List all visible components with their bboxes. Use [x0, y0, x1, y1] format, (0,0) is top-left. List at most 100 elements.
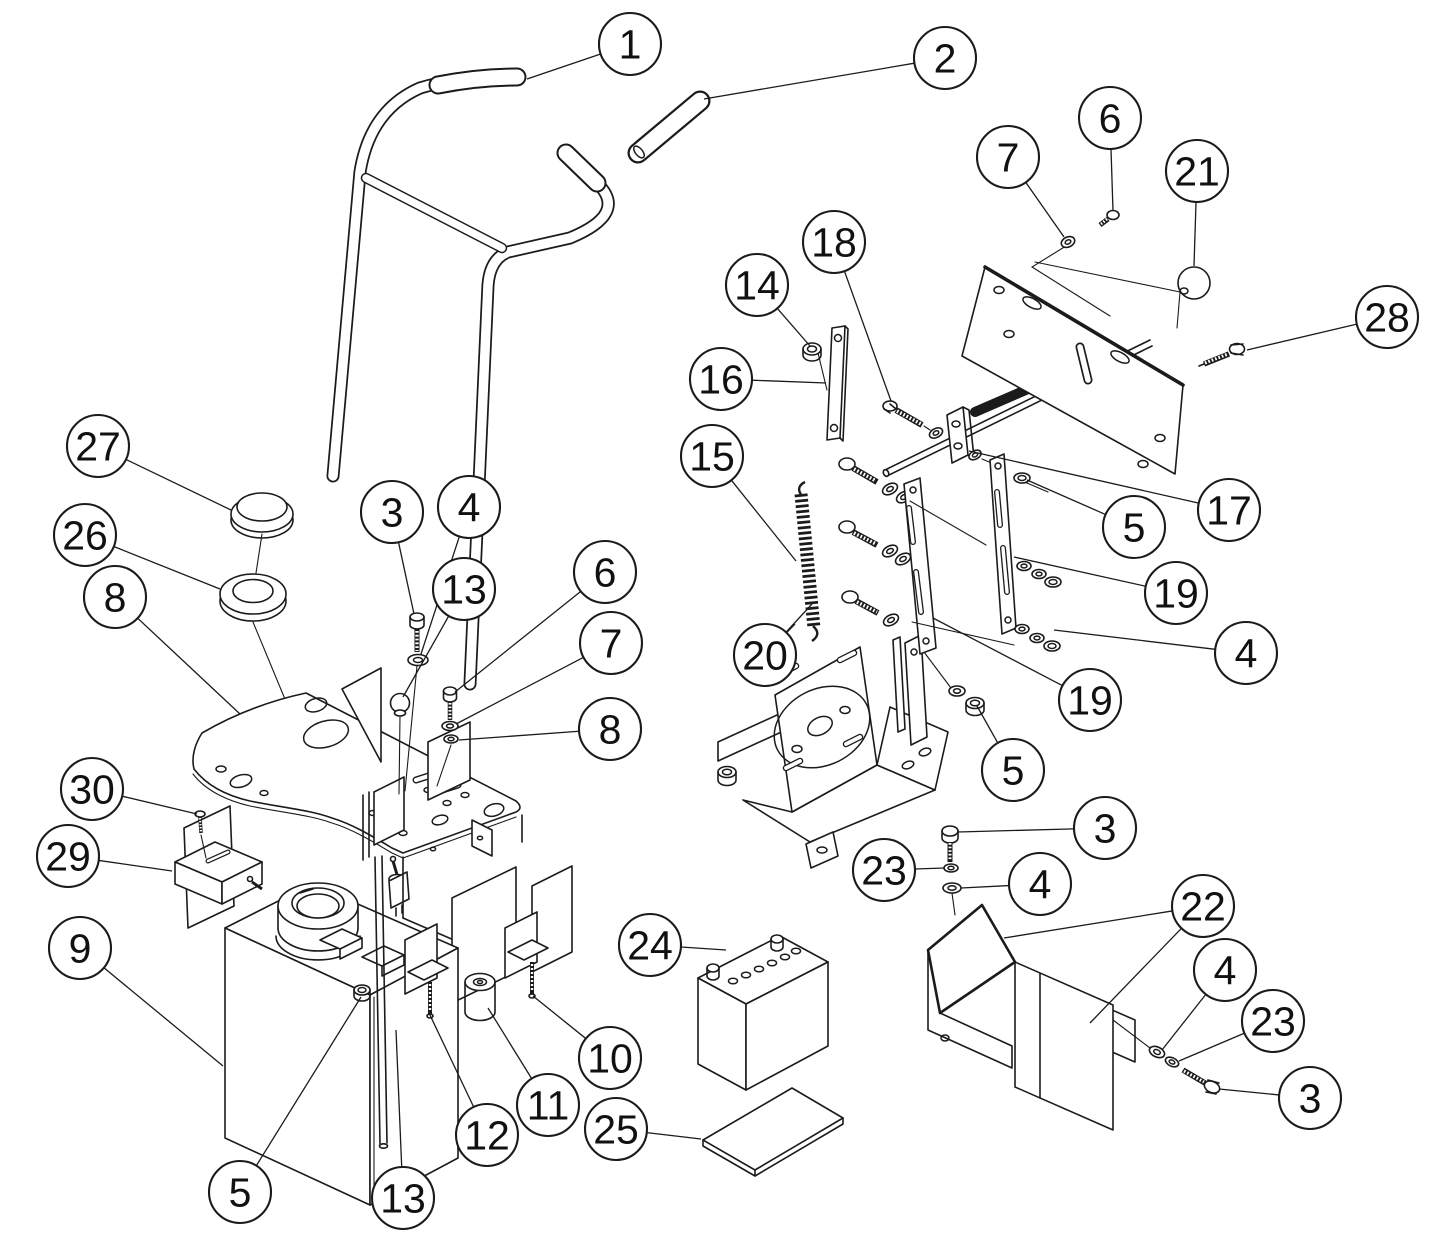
leader-line — [960, 884, 1010, 889]
callout-balloon — [688, 346, 754, 412]
callout-number: 11 — [527, 1083, 570, 1129]
callout-c5a: 5 — [1026, 479, 1167, 560]
leader-line — [122, 795, 198, 815]
callout-number: 23 — [1250, 999, 1296, 1045]
callout-balloon — [1007, 851, 1073, 917]
callout-c21: 21 — [1164, 138, 1230, 267]
callout-c16: 16 — [688, 346, 827, 412]
link-strap-rear — [989, 453, 1017, 635]
callout-balloon — [1072, 795, 1138, 861]
callout-balloon — [1277, 1065, 1343, 1131]
leader-line — [914, 867, 945, 870]
coil — [464, 972, 496, 1022]
callout-balloon — [59, 756, 125, 822]
leader-line — [968, 450, 1199, 504]
callout-balloon — [1192, 937, 1258, 1003]
callout-c12: 12 — [428, 1012, 520, 1168]
grommet-cap — [230, 492, 294, 539]
callout-number: 4 — [1214, 948, 1237, 994]
leader-line — [1246, 323, 1357, 351]
callout-balloon — [851, 837, 917, 903]
callout-c19b: 19 — [932, 617, 1123, 733]
callout-balloon — [1196, 477, 1262, 543]
callout-balloon — [207, 1159, 273, 1225]
callout-c3a: 3 — [957, 795, 1138, 861]
callout-c17: 17 — [968, 450, 1262, 543]
callout-balloon — [577, 1025, 643, 1091]
handle-tube — [326, 67, 615, 691]
leader-line — [98, 859, 173, 872]
valve-cartridge-left — [404, 923, 449, 1019]
leader-line — [1053, 629, 1216, 650]
callout-c26: 26 — [52, 502, 221, 590]
leader-line — [487, 1007, 533, 1079]
callout-balloon — [65, 413, 131, 479]
callout-number: 28 — [1364, 295, 1410, 341]
bolt-3-left — [409, 612, 425, 652]
callout-balloon — [359, 479, 425, 545]
solenoid — [174, 841, 263, 905]
callout-balloon — [47, 915, 113, 981]
callout-c14: 14 — [724, 252, 811, 347]
leader-line — [137, 617, 241, 715]
callout-balloon — [454, 1102, 520, 1168]
leader-line — [402, 615, 450, 698]
callout-balloon — [1170, 873, 1236, 939]
washer-7-right — [1060, 235, 1076, 249]
callout-number: 27 — [75, 424, 121, 470]
leader-line — [1013, 556, 1146, 587]
callout-c18: 18 — [801, 209, 892, 402]
callout-number: 8 — [104, 575, 127, 621]
callout-number: 3 — [1299, 1076, 1322, 1122]
bolt-row-1 — [838, 457, 913, 504]
leader-line — [751, 379, 827, 384]
leader-line — [103, 967, 224, 1067]
callout-balloon — [1354, 284, 1420, 350]
callout-number: 21 — [1174, 149, 1220, 195]
callout-c28: 28 — [1246, 284, 1420, 351]
reservoir-tank — [224, 882, 459, 1206]
callout-c1: 1 — [526, 11, 663, 80]
leader-line — [932, 617, 1063, 687]
callout-c2: 2 — [703, 25, 978, 100]
callout-number: 17 — [1206, 488, 1252, 534]
leader-line — [395, 1029, 403, 1168]
callout-balloon — [980, 737, 1046, 803]
pivot-bracket-17 — [946, 406, 995, 465]
leader-line — [428, 1012, 475, 1108]
leader-line — [1089, 927, 1182, 1024]
callout-c27: 27 — [65, 413, 232, 511]
callout-balloon — [975, 124, 1041, 190]
battery-pad — [702, 1087, 844, 1177]
leader-line — [125, 458, 232, 511]
callout-number: 26 — [62, 513, 108, 559]
callout-balloon — [912, 25, 978, 91]
callout-number: 20 — [742, 633, 788, 679]
leader-line — [532, 995, 587, 1040]
callout-balloon — [1101, 494, 1167, 560]
callout-balloon — [597, 11, 663, 77]
control-rod — [374, 855, 389, 1150]
callout-number: 5 — [1002, 748, 1025, 794]
callout-c13b: 13 — [370, 1029, 436, 1231]
handle-grip-sleeve — [627, 90, 711, 164]
leader-line — [113, 545, 221, 590]
flat-bar — [817, 325, 849, 442]
callout-balloon — [431, 556, 497, 622]
callout-balloon — [1077, 85, 1143, 151]
bolt-6-right — [1098, 209, 1120, 227]
washer-4-left — [404, 653, 429, 792]
callout-c8b: 8 — [458, 696, 643, 762]
callout-c25: 25 — [583, 1096, 702, 1162]
bolt-18 — [882, 400, 944, 439]
leader-line — [1178, 1032, 1245, 1062]
callout-number: 3 — [381, 490, 404, 536]
callout-c22: 22 — [1003, 873, 1236, 1024]
callout-balloon — [1240, 988, 1306, 1054]
callout-balloon — [577, 696, 643, 762]
leader-line — [397, 542, 415, 615]
callout-number: 8 — [599, 707, 622, 753]
callout-c11: 11 — [487, 1007, 581, 1138]
